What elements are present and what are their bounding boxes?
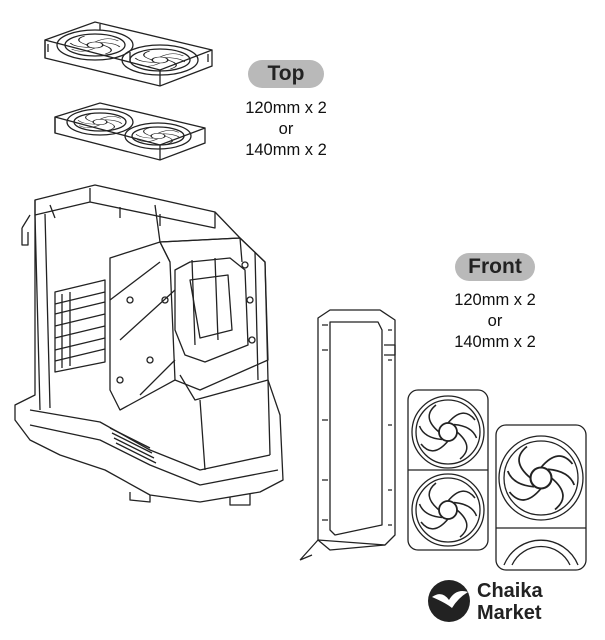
top-fan-pair-lower (54, 102, 206, 161)
front-option-140: 140mm x 2 (454, 333, 536, 351)
front-or: or (487, 312, 503, 330)
brand-line-1: Chaika (477, 580, 543, 602)
front-fan-stack-120mm (407, 389, 489, 551)
top-label-badge: Top (248, 60, 324, 88)
top-option-140: 140mm x 2 (245, 141, 327, 159)
bird-logo-icon (428, 580, 470, 622)
front-label-badge: Front (455, 253, 535, 281)
top-or: or (278, 120, 294, 138)
top-fan-specs: 120mm x 2 or 140mm x 2 (228, 98, 344, 161)
pc-case-chassis (14, 184, 284, 506)
front-option-120: 120mm x 2 (454, 291, 536, 309)
top-fan-pair-upper (44, 21, 213, 87)
front-fan-bracket (299, 309, 396, 561)
brand-wordmark: Chaika Market (477, 580, 543, 624)
top-label: Top (267, 62, 305, 85)
front-fan-specs: 120mm x 2 or 140mm x 2 (437, 290, 553, 353)
brand-line-2: Market (477, 602, 542, 624)
front-label: Front (468, 255, 522, 278)
front-fan-stack-140mm (495, 424, 587, 571)
top-option-120: 120mm x 2 (245, 99, 327, 117)
